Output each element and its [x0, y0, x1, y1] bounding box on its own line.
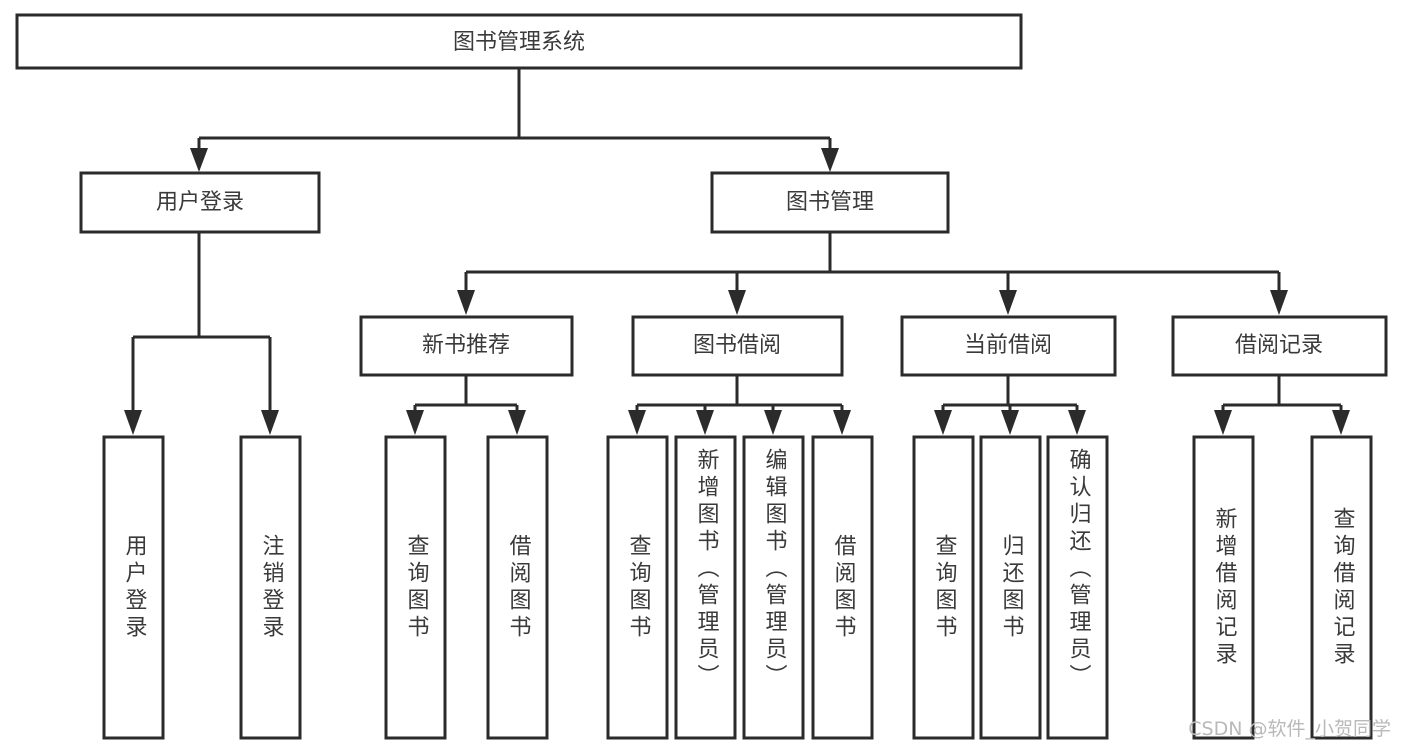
node-borrow-record-box[interactable]	[1171, 315, 1388, 377]
node-leaf-query-record[interactable]: 查询借阅记录	[1310, 435, 1373, 740]
node-current-borrow[interactable]: 当前借阅	[900, 315, 1117, 377]
node-leaf-user-logout-label: 注销登录	[259, 534, 285, 642]
node-leaf-add-book-box[interactable]	[674, 435, 737, 740]
node-leaf-user-login-label: 用户登录	[122, 534, 148, 642]
node-leaf-return-book[interactable]: 归还图书	[979, 435, 1042, 740]
node-borrow-record[interactable]: 借阅记录	[1171, 315, 1388, 377]
node-leaf-query-book-1[interactable]: 查询图书	[384, 435, 447, 740]
arrowhead-leaf-borrow-book-2	[833, 410, 851, 435]
node-root[interactable]: 图书管理系统	[15, 13, 1023, 70]
node-leaf-borrow-book-2-label: 借阅图书	[831, 534, 857, 642]
node-leaf-edit-book-box[interactable]	[742, 435, 805, 740]
node-book-manage-box[interactable]	[710, 171, 950, 234]
node-leaf-query-book-1-label: 查询图书	[404, 534, 430, 642]
arrowhead-leaf-edit-book	[764, 410, 782, 435]
arrowhead-book-manage	[821, 148, 839, 172]
node-leaf-confirm-return-box[interactable]	[1046, 435, 1109, 740]
node-leaf-borrow-book-1[interactable]: 借阅图书	[486, 435, 549, 740]
node-borrow-record-label: 借阅记录	[1235, 333, 1323, 358]
node-book-borrow-label: 图书借阅	[693, 333, 781, 358]
node-current-borrow-label: 当前借阅	[964, 333, 1052, 358]
node-leaf-return-book-label: 归还图书	[999, 534, 1025, 642]
node-leaf-borrow-book-1-label: 借阅图书	[506, 534, 532, 642]
connector-layer	[124, 68, 1350, 435]
node-new-book-recommend[interactable]: 新书推荐	[359, 315, 574, 377]
arrowhead-new-book-recommend	[457, 290, 475, 315]
node-leaf-add-book-label: 新增图书（管理员）	[694, 448, 720, 691]
node-leaf-borrow-book-2-box[interactable]	[811, 435, 874, 740]
node-new-book-recommend-box[interactable]	[359, 315, 574, 377]
node-leaf-query-book-2[interactable]: 查询图书	[606, 435, 669, 740]
node-leaf-query-book-3-box[interactable]	[912, 435, 975, 740]
node-leaf-query-book-2-label: 查询图书	[626, 534, 652, 642]
arrowhead-leaf-query-record	[1332, 410, 1350, 435]
arrowhead-leaf-add-record	[1214, 410, 1232, 435]
node-user-login-label: 用户登录	[156, 190, 244, 215]
node-leaf-user-logout[interactable]: 注销登录	[239, 435, 302, 740]
node-leaf-query-book-1-box[interactable]	[384, 435, 447, 740]
node-book-manage-label: 图书管理	[786, 190, 874, 215]
node-root-box[interactable]	[15, 13, 1023, 70]
node-leaf-query-record-box[interactable]	[1310, 435, 1373, 740]
node-leaf-borrow-book-1-box[interactable]	[486, 435, 549, 740]
node-leaf-edit-book-label: 编辑图书（管理员）	[762, 448, 788, 691]
node-leaf-query-book-3[interactable]: 查询图书	[912, 435, 975, 740]
node-leaf-add-record-box[interactable]	[1192, 435, 1255, 740]
node-leaf-query-record-label: 查询借阅记录	[1330, 507, 1356, 669]
arrowhead-leaf-borrow-book-1	[508, 410, 526, 435]
arrowhead-book-borrow	[728, 290, 746, 315]
node-leaf-return-book-box[interactable]	[979, 435, 1042, 740]
node-current-borrow-box[interactable]	[900, 315, 1117, 377]
node-book-borrow[interactable]: 图书借阅	[631, 315, 844, 377]
arrowhead-leaf-add-book	[696, 410, 714, 435]
node-user-login-box[interactable]	[79, 171, 321, 234]
node-leaf-user-login[interactable]: 用户登录	[102, 435, 165, 740]
node-leaf-borrow-book-2[interactable]: 借阅图书	[811, 435, 874, 740]
node-leaf-add-record[interactable]: 新增借阅记录	[1192, 435, 1255, 740]
arrowhead-leaf-query-book-2	[628, 410, 646, 435]
node-leaf-user-login-box[interactable]	[102, 435, 165, 740]
node-book-manage[interactable]: 图书管理	[710, 171, 950, 234]
node-root-label: 图书管理系统	[453, 30, 585, 55]
arrowhead-leaf-confirm-return	[1068, 410, 1086, 435]
arrowhead-user-login	[190, 148, 208, 172]
node-leaf-confirm-return-label: 确认归还（管理员）	[1066, 448, 1092, 691]
node-leaf-query-book-3-label: 查询图书	[932, 534, 958, 642]
node-leaf-edit-book[interactable]: 编辑图书（管理员）	[742, 435, 805, 740]
node-new-book-recommend-label: 新书推荐	[422, 333, 510, 358]
node-leaf-add-record-label: 新增借阅记录	[1212, 507, 1238, 669]
arrowhead-leaf-query-book-3	[934, 410, 952, 435]
arrowhead-leaf-return-book	[1001, 410, 1019, 435]
arrowhead-current-borrow	[999, 290, 1017, 315]
node-leaf-user-logout-box[interactable]	[239, 435, 302, 740]
node-book-borrow-box[interactable]	[631, 315, 844, 377]
node-user-login[interactable]: 用户登录	[79, 171, 321, 234]
node-leaf-query-book-2-box[interactable]	[606, 435, 669, 740]
node-leaf-confirm-return[interactable]: 确认归还（管理员）	[1046, 435, 1109, 740]
arrowhead-leaf-user-logout	[261, 410, 279, 435]
arrowhead-leaf-user-login	[124, 410, 142, 435]
arrowhead-borrow-record	[1270, 290, 1288, 315]
arrowhead-leaf-query-book-1	[406, 410, 424, 435]
node-leaf-add-book[interactable]: 新增图书（管理员）	[674, 435, 737, 740]
